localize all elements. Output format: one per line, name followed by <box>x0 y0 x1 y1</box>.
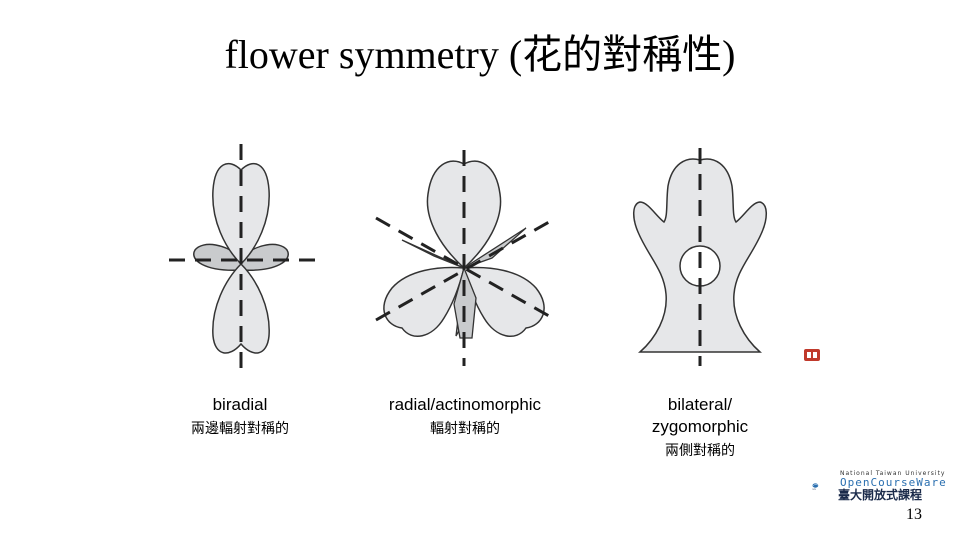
bilateral-label-en-line1: bilateral/ <box>667 395 733 414</box>
bilateral-label-zh: 兩側對稱的 <box>665 443 735 459</box>
bilateral-label-en-line2: zygomorphic <box>651 417 749 436</box>
biradial-label-zh: 兩邊輻射對稱的 <box>191 421 289 437</box>
radial-label-zh: 輻射對稱的 <box>430 421 500 437</box>
radial-flower-diagram <box>375 150 557 366</box>
creative-commons-icon[interactable] <box>803 347 821 363</box>
bilateral-flower-diagram <box>633 148 767 366</box>
logo-title: OpenCourseWare <box>840 476 947 489</box>
biradial-flower-diagram <box>169 144 315 368</box>
slide-number: 13 <box>906 506 922 523</box>
svg-text:NTU: NTU <box>812 489 816 491</box>
ntu-ocw-logo-icon[interactable]: NTU <box>812 468 842 504</box>
radial-label-en: radial/actinomorphic <box>388 395 542 414</box>
radial-caption: radial/actinomorphic 輻射對稱的 <box>360 394 570 440</box>
logo-subtitle: National Taiwan University <box>840 470 946 477</box>
biradial-label-en: biradial <box>212 395 268 414</box>
bilateral-caption: bilateral/ zygomorphic 兩側對稱的 <box>610 394 790 462</box>
logo-chinese-title: 臺大開放式課程 <box>838 488 923 502</box>
biradial-caption: biradial 兩邊輻射對稱的 <box>150 394 330 440</box>
slide-title: flower symmetry (花的對稱性) <box>224 32 736 77</box>
